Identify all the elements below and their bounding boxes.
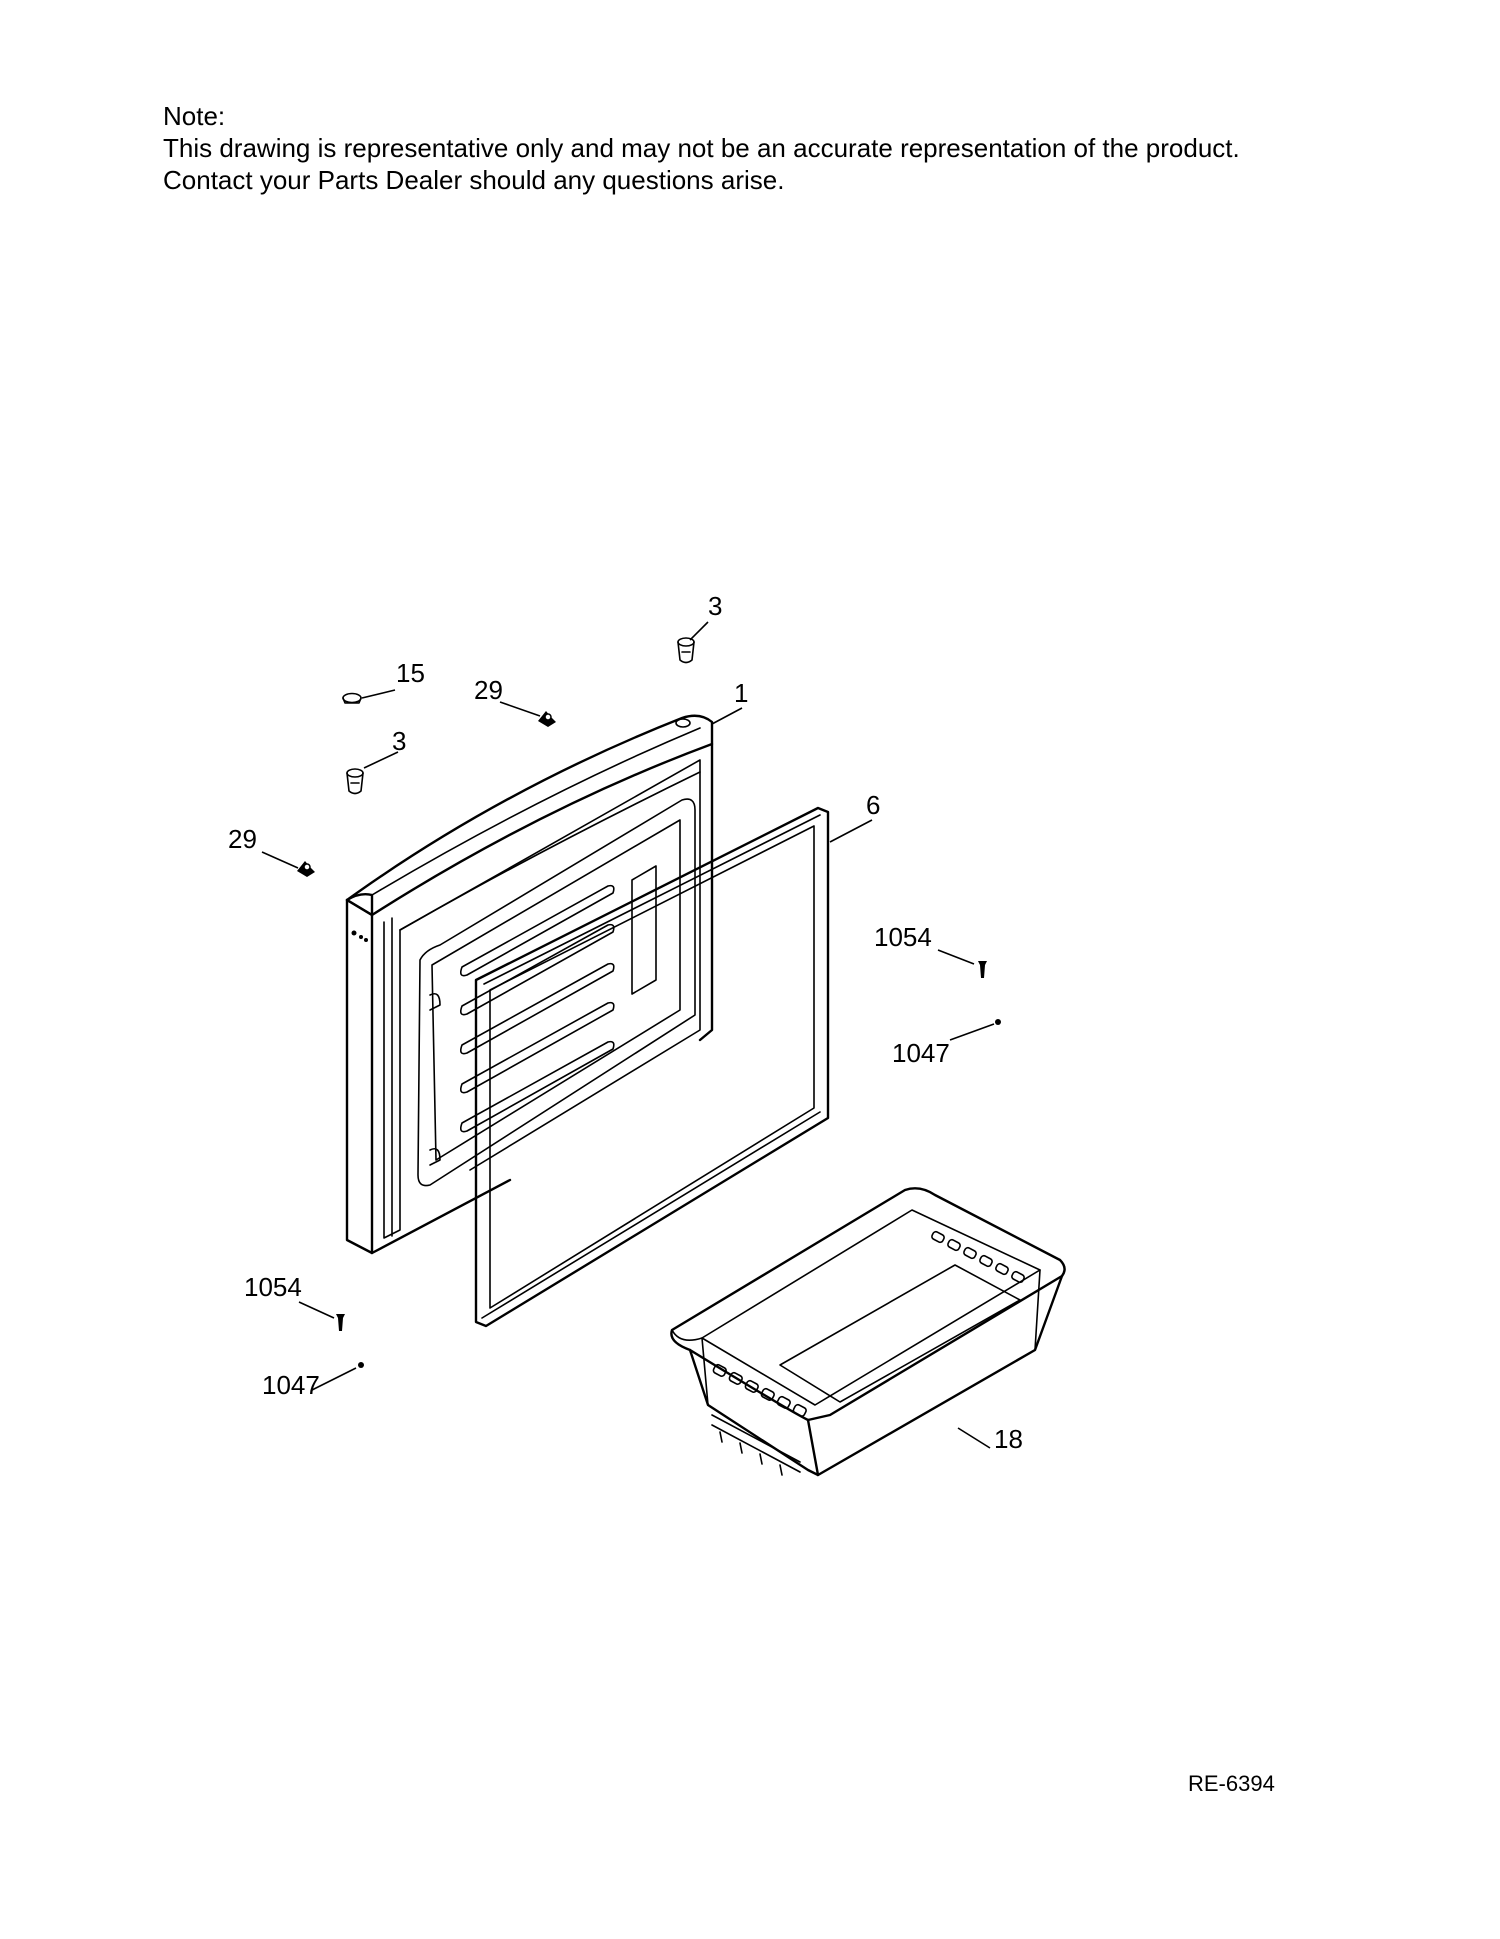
pin-1047-right (995, 1019, 1001, 1025)
hinge-bushing-top (677, 637, 695, 664)
callout-1054-right: 1054 (874, 922, 932, 952)
front-vent-slots (712, 1363, 807, 1417)
callout-1054-left: 1054 (244, 1272, 302, 1302)
hinge-screw-top (538, 711, 556, 727)
callout-1047-right: 1047 (892, 1038, 950, 1068)
callout-15: 15 (396, 658, 425, 688)
note-heading: Note: (163, 101, 226, 131)
plug-cap (342, 692, 362, 704)
note-block: Note: This drawing is representative onl… (163, 100, 1240, 196)
hinge-screw-left (297, 861, 315, 877)
door-panel (345, 714, 714, 1255)
screw-1054-right (978, 961, 987, 978)
screw-1054-left (336, 1314, 345, 1331)
document-id: RE-6394 (1188, 1771, 1275, 1796)
back-vent-slots (931, 1230, 1025, 1284)
pin-1047-left (358, 1362, 364, 1368)
callout-29-top: 29 (474, 675, 503, 705)
hinge-bushing-left (346, 768, 364, 795)
note-line-2: Contact your Parts Dealer should any que… (163, 165, 785, 195)
callout-3-left: 3 (392, 726, 406, 756)
door-gasket (474, 806, 830, 1328)
callout-1047-left: 1047 (262, 1370, 320, 1400)
callout-6: 6 (866, 790, 880, 820)
note-line-1: This drawing is representative only and … (163, 133, 1240, 163)
callout-1: 1 (734, 678, 748, 708)
callout-18: 18 (994, 1424, 1023, 1454)
callout-3-top: 3 (708, 591, 722, 621)
callout-29-left: 29 (228, 824, 257, 854)
leader-lines (261, 621, 995, 1449)
freezer-basket (670, 1187, 1066, 1477)
